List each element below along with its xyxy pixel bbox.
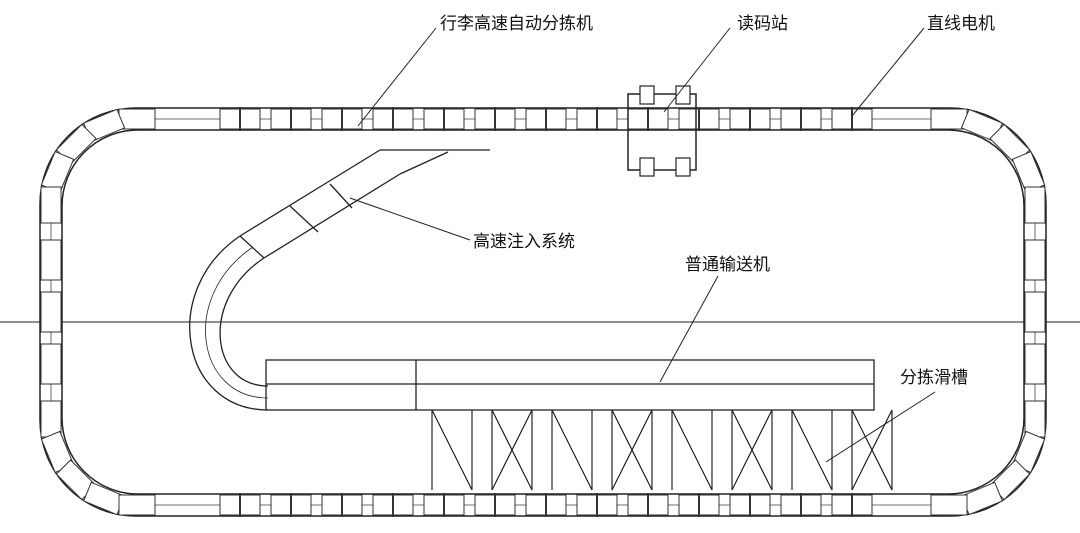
sorting-chute [791, 409, 893, 491]
carrier [40, 150, 75, 194]
carrier [1024, 186, 1046, 224]
sorter-carriers [40, 107, 1046, 517]
carrier [40, 291, 62, 333]
carrier [1011, 150, 1046, 194]
sorting-chute [671, 409, 773, 491]
carrier [930, 108, 968, 130]
carrier [40, 239, 62, 281]
carrier [118, 108, 156, 130]
carrier [118, 494, 156, 516]
label-conveyor: 普通输送机 [685, 255, 770, 275]
carrier [1024, 239, 1046, 281]
label-sorter: 行李高速自动分拣机 [440, 14, 593, 34]
carrier [1024, 400, 1046, 438]
loop-track-mid [50, 118, 1036, 506]
reader-station [627, 85, 697, 177]
leader-lines [349, 27, 936, 463]
carrier [960, 481, 1004, 516]
loop-track-outer [39, 107, 1047, 517]
sorting-chute [431, 409, 533, 491]
injection-system [189, 149, 490, 411]
carrier [40, 400, 62, 438]
sorting-chute [551, 409, 653, 491]
carrier [1024, 291, 1046, 333]
carrier [40, 186, 62, 224]
label-sorting-chute: 分拣滑槽 [900, 368, 968, 388]
carrier [40, 343, 62, 385]
carrier [82, 481, 126, 516]
loop-track-inner [61, 129, 1025, 495]
label-linear-motor: 直线电机 [927, 14, 995, 34]
carrier [1024, 343, 1046, 385]
carrier [930, 494, 968, 516]
label-reader-station: 读码站 [737, 14, 788, 34]
label-injection-system: 高速注入系统 [473, 232, 575, 252]
sorting-chutes [431, 409, 893, 491]
conveyor [265, 359, 875, 411]
